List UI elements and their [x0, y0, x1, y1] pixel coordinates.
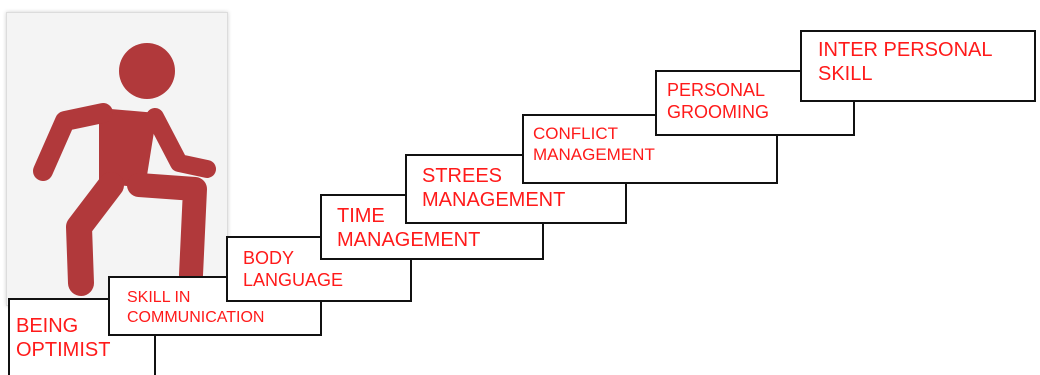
step-body-language: BODY LANGUAGE	[226, 236, 412, 302]
step-line: MANAGEMENT	[422, 189, 566, 212]
step-line: MANAGEMENT	[533, 144, 655, 164]
step-inter-personal-skill: INTER PERSONAL SKILL	[800, 30, 1036, 102]
walking-person-icon	[33, 43, 216, 296]
step-skill-in-communication: SKILL IN COMMUNICATION	[108, 276, 322, 336]
step-line: LANGUAGE	[243, 269, 344, 290]
step-line: INTER PERSONAL	[818, 39, 993, 61]
step-line: BEING	[16, 315, 79, 337]
step-line: TIME	[337, 205, 385, 227]
walking-person-picture	[6, 12, 228, 306]
step-line: COMMUNICATION	[127, 308, 265, 326]
step-line: BODY	[243, 248, 295, 268]
step-line: OPTIMIST	[16, 339, 111, 362]
step-line: GROOMING	[667, 101, 769, 122]
step-line: SKILL	[818, 63, 873, 86]
step-line: SKILL IN	[127, 289, 191, 306]
step-line: CONFLICT	[533, 124, 618, 143]
step-line: STREES	[422, 165, 503, 187]
step-line: PERSONAL	[667, 80, 766, 100]
step-line: MANAGEMENT	[337, 229, 481, 252]
